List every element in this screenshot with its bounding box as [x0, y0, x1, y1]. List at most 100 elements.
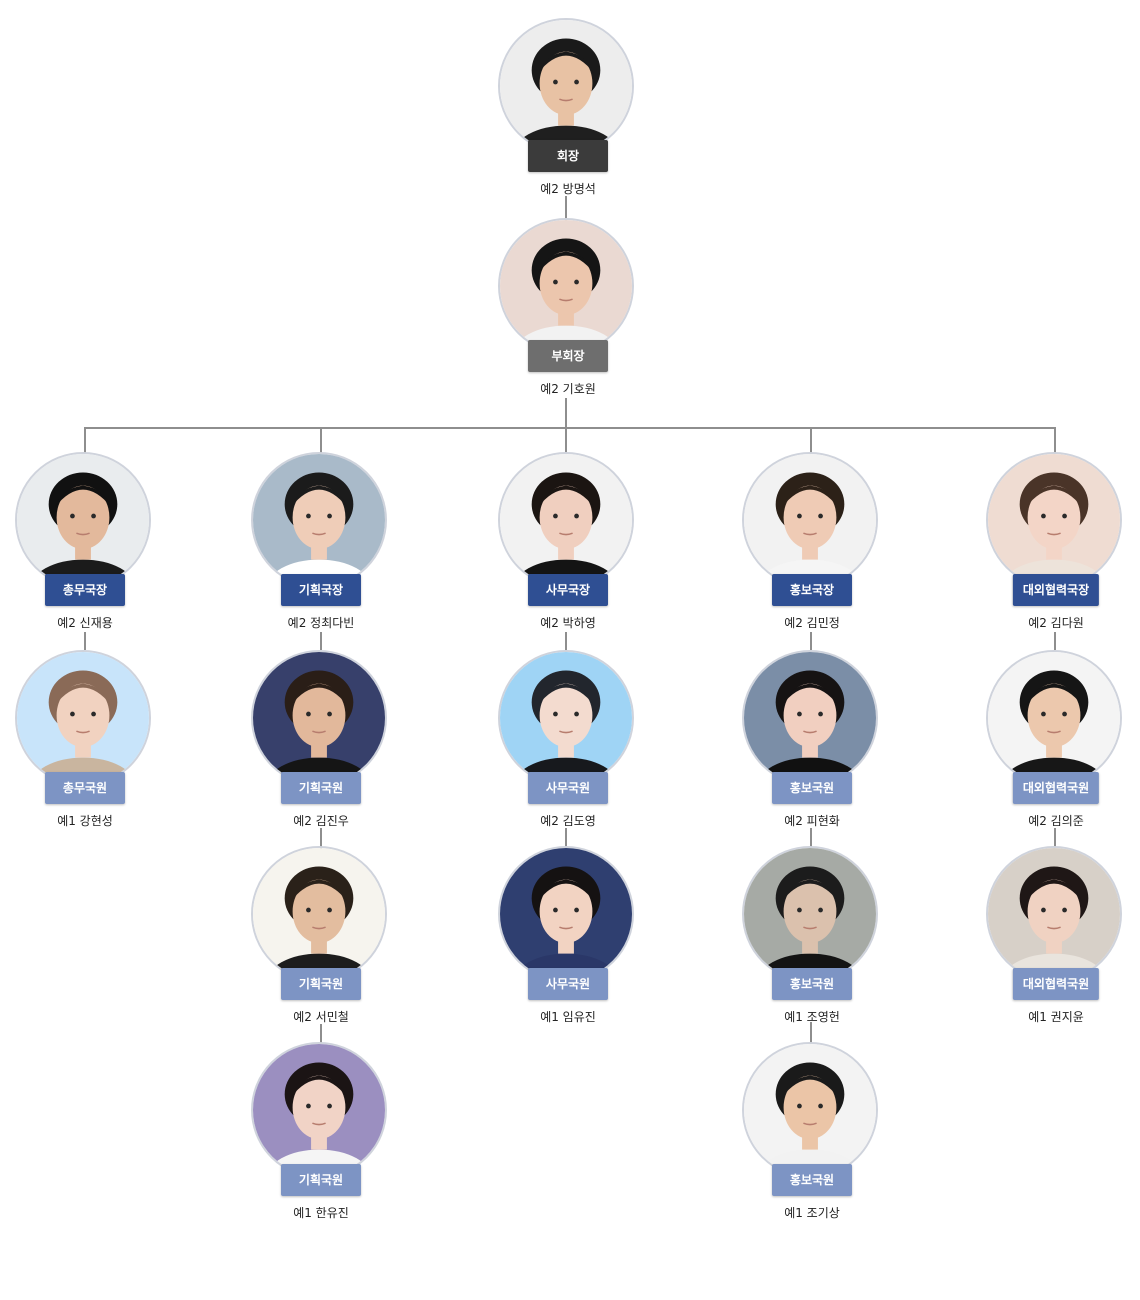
portrait-eye-right: [1062, 513, 1067, 519]
portrait-fringe: [782, 879, 838, 901]
member-name: 예2 박하영: [540, 616, 596, 630]
member-name: 예2 기호원: [540, 382, 596, 396]
portrait-mouth: [76, 532, 90, 536]
portrait-fringe: [538, 51, 594, 73]
connector-col3: [565, 427, 567, 453]
member-col2-staff3: 기획국원 예1 한유진: [241, 1042, 401, 1242]
member-name: 예2 방명석: [540, 182, 596, 196]
portrait-mouth: [312, 926, 326, 930]
connector-col1-staff1: [84, 632, 86, 650]
portrait-eye-left: [553, 513, 558, 519]
member-photo: [742, 452, 878, 588]
portrait-fringe: [55, 683, 111, 705]
portrait-mouth: [559, 926, 573, 930]
portrait-fringe: [538, 683, 594, 705]
role-badge: 대외협력국원: [1012, 968, 1100, 1000]
member-name: 예2 김민정: [784, 616, 840, 630]
portrait-illustration: [17, 652, 149, 784]
portrait-eye-left: [70, 711, 75, 717]
role-badge: 사무국원: [528, 772, 608, 804]
connector-col5-staff1: [1054, 632, 1056, 650]
portrait-eye-left: [553, 907, 558, 913]
portrait-face: [539, 51, 593, 116]
portrait-face: [292, 683, 346, 748]
portrait-eye-left: [306, 711, 311, 717]
member-col5-head: 대외협력국장 예2 김다원: [976, 452, 1136, 652]
portrait-eye-right: [327, 907, 332, 913]
portrait-illustration: [17, 454, 149, 586]
portrait-face: [783, 485, 837, 550]
portrait-illustration: [500, 20, 632, 152]
member-name: 예1 강현성: [57, 814, 113, 828]
portrait-eye-right: [574, 711, 579, 717]
portrait-illustration: [500, 652, 632, 784]
portrait-eye-left: [553, 711, 558, 717]
portrait-fringe: [538, 485, 594, 507]
member-name: 예1 조기상: [784, 1206, 840, 1220]
member-col4-head: 홍보국장 예2 김민정: [732, 452, 892, 652]
portrait-eye-left: [306, 907, 311, 913]
portrait-fringe: [538, 251, 594, 273]
connector-col4-staff3: [810, 1022, 812, 1044]
member-president: 회장 예2 방명석: [488, 18, 648, 218]
member-name: 예2 정최다빈: [287, 616, 355, 630]
portrait-face: [783, 1075, 837, 1140]
portrait-illustration: [253, 848, 385, 980]
portrait-illustration: [500, 454, 632, 586]
member-photo: [498, 846, 634, 982]
member-photo: [498, 452, 634, 588]
portrait-eye-right: [327, 711, 332, 717]
portrait-face: [1027, 485, 1081, 550]
portrait-illustration: [988, 652, 1120, 784]
portrait-eye-right: [1062, 711, 1067, 717]
portrait-face: [539, 683, 593, 748]
member-photo: [498, 650, 634, 786]
member-col5-staff2: 대외협력국원 예1 권지윤: [976, 846, 1136, 1046]
role-badge: 총무국원: [45, 772, 125, 804]
portrait-illustration: [744, 848, 876, 980]
portrait-illustration: [500, 848, 632, 980]
member-photo: [742, 1042, 878, 1178]
portrait-illustration: [988, 848, 1120, 980]
portrait-fringe: [782, 1075, 838, 1097]
portrait-eye-right: [574, 907, 579, 913]
portrait-mouth: [803, 926, 817, 930]
portrait-eye-left: [1041, 907, 1046, 913]
portrait-eye-right: [818, 513, 823, 519]
role-badge: 사무국원: [528, 968, 608, 1000]
portrait-eye-left: [553, 79, 558, 85]
member-photo: [498, 218, 634, 354]
member-col3-head: 사무국장 예2 박하영: [488, 452, 648, 652]
portrait-face: [539, 879, 593, 944]
connector-col4-staff2: [810, 828, 812, 848]
member-name: 예1 한유진: [293, 1206, 349, 1220]
role-badge: 홍보국원: [772, 1164, 852, 1196]
connector-col2-staff3: [320, 1024, 322, 1044]
portrait-mouth: [803, 1122, 817, 1126]
portrait-eye-right: [818, 1103, 823, 1109]
member-col4-staff1: 홍보국원 예2 피현화: [732, 650, 892, 850]
member-name: 예2 김도영: [540, 814, 596, 828]
portrait-mouth: [559, 532, 573, 536]
member-photo: [742, 650, 878, 786]
member-photo: [251, 650, 387, 786]
member-col1-staff1: 총무국원 예1 강현성: [5, 650, 165, 850]
portrait-eye-right: [91, 711, 96, 717]
portrait-face: [56, 683, 110, 748]
connector-horizontal-bar: [84, 427, 1056, 429]
connector-col2: [320, 427, 322, 453]
portrait-eye-right: [1062, 907, 1067, 913]
member-name: 예2 김진우: [293, 814, 349, 828]
connector-col3-staff2: [565, 828, 567, 848]
role-badge: 기획국장: [281, 574, 361, 606]
portrait-eye-left: [797, 711, 802, 717]
connector-vice-down: [565, 398, 567, 428]
role-badge: 부회장: [528, 340, 608, 372]
portrait-mouth: [559, 730, 573, 734]
member-vice-president: 부회장 예2 기호원: [488, 218, 648, 418]
portrait-eye-left: [797, 907, 802, 913]
portrait-fringe: [291, 1075, 347, 1097]
portrait-face: [783, 683, 837, 748]
member-name: 예1 조영헌: [784, 1010, 840, 1024]
connector-col5-staff2: [1054, 828, 1056, 848]
